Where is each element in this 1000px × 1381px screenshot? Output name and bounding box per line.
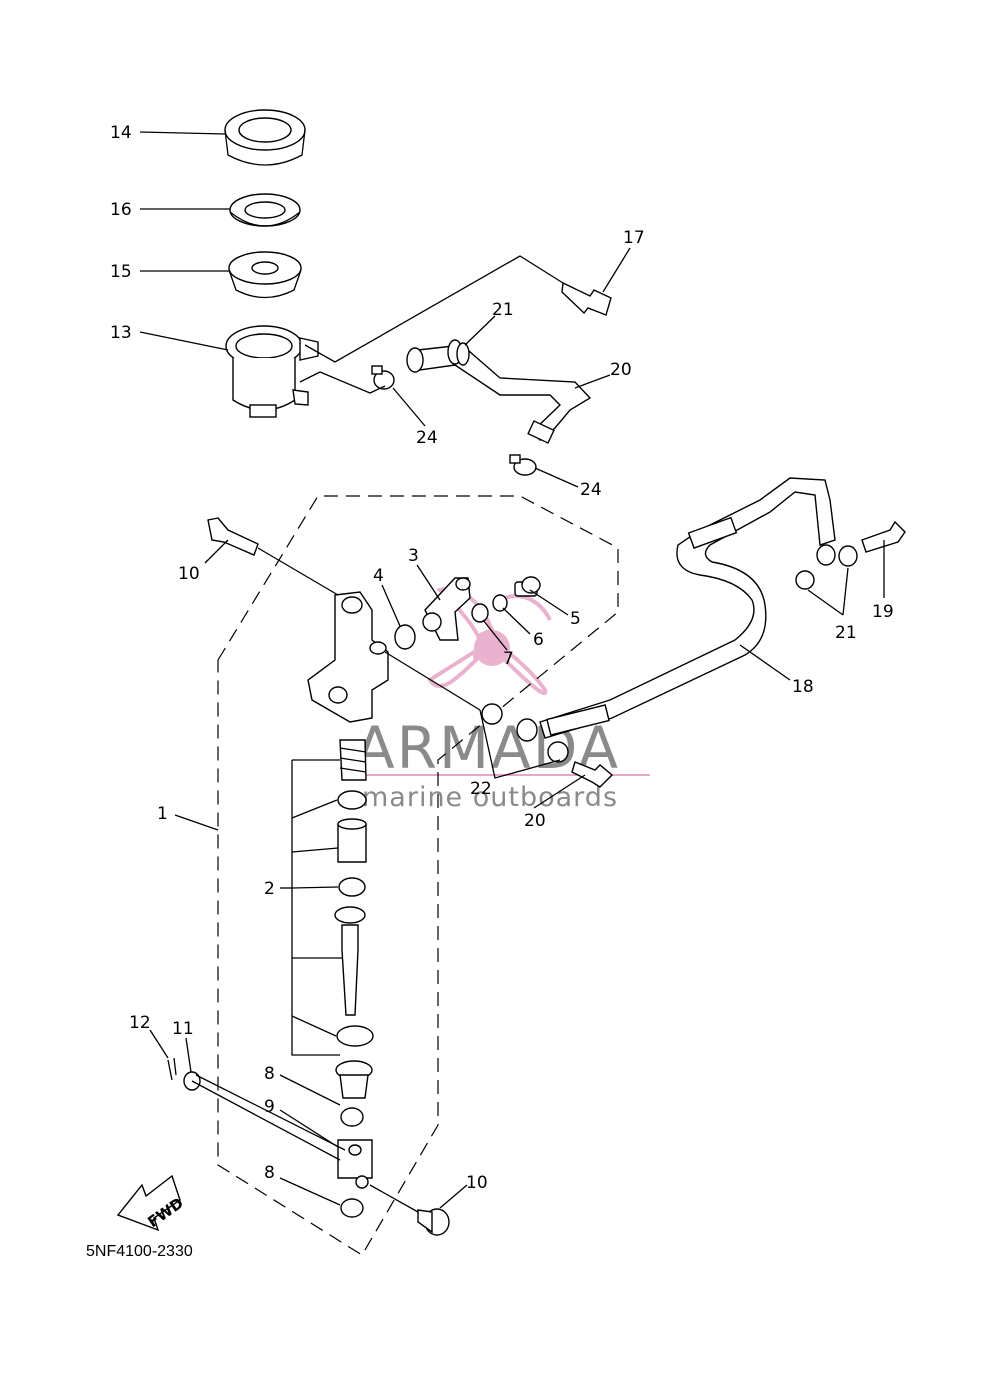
clevis-pin xyxy=(417,1208,450,1236)
callout-13: 12 xyxy=(129,1013,151,1033)
callout-15: 14 xyxy=(110,123,132,143)
cotter-pin xyxy=(167,1057,177,1081)
callout-24-lower: 24 xyxy=(580,480,602,500)
callout-2: 2 xyxy=(264,879,275,899)
circlip xyxy=(336,1025,374,1047)
brake-hose xyxy=(516,477,836,742)
callout-8-lower: 8 xyxy=(264,1163,275,1183)
nut-8-upper xyxy=(340,1107,364,1127)
callout-7: 7 xyxy=(503,649,514,669)
forward-arrow-icon: FWD xyxy=(116,1174,187,1232)
assembly-boundary xyxy=(217,495,619,1256)
callout-14: 13 xyxy=(110,323,132,343)
washer-21-lower xyxy=(547,741,569,763)
callout-17: 16 xyxy=(110,200,132,220)
reservoir-cap xyxy=(224,109,306,166)
callout-3: 3 xyxy=(408,546,419,566)
callout-10: 10 xyxy=(178,564,200,584)
reservoir-body xyxy=(225,325,319,418)
union-bolt-20-lower xyxy=(571,761,614,788)
piston-cup xyxy=(337,790,367,810)
callout-6: 6 xyxy=(533,630,544,650)
piston-spring xyxy=(339,739,367,781)
washer-7 xyxy=(471,603,489,623)
nut-8-lower xyxy=(340,1198,364,1218)
bolt-10 xyxy=(207,517,259,556)
washer-21-right-a xyxy=(795,570,815,590)
dust-boot xyxy=(335,1060,373,1099)
washer-21-right-b xyxy=(838,545,858,567)
clevis xyxy=(337,1139,373,1189)
callout-23: 21 xyxy=(492,300,514,320)
callout-20-right: 19 xyxy=(872,602,894,622)
leader-lines xyxy=(139,131,885,1209)
hose-clamp-lower xyxy=(509,454,537,476)
reservoir-hose xyxy=(406,339,592,444)
piston xyxy=(337,818,367,863)
callout-12: 11 xyxy=(172,1019,194,1039)
reservoir-diaphragm-plate xyxy=(229,193,301,227)
bolt-18 xyxy=(561,281,612,316)
callout-8-upper: 8 xyxy=(264,1064,275,1084)
callout-19: 18 xyxy=(792,677,814,697)
washer-21-center xyxy=(481,703,503,725)
reservoir-diaphragm xyxy=(228,251,302,299)
callout-9: 9 xyxy=(264,1097,275,1117)
union-bolt-5 xyxy=(514,576,541,597)
callout-18: 17 xyxy=(623,228,645,248)
callout-11: 10 xyxy=(466,1173,488,1193)
callout-22: 20 xyxy=(610,360,632,380)
o-ring xyxy=(394,624,416,650)
assembly-lines xyxy=(191,255,564,1213)
callout-4: 4 xyxy=(373,566,384,586)
callout-20-lower: 20 xyxy=(524,811,546,831)
callouts: 14 16 15 13 17 21 20 24 24 10 4 3 5 6 7 … xyxy=(110,123,894,1193)
watermark-tagline: marine outboards xyxy=(362,782,618,813)
diagram-part-number: 5NF4100-2330 xyxy=(86,1243,193,1260)
callout-1: 1 xyxy=(157,804,168,824)
washer-6 xyxy=(492,594,508,612)
propeller-logo-icon xyxy=(427,587,552,696)
hose-joint xyxy=(422,577,471,641)
master-cylinder-body xyxy=(307,591,389,723)
union-bolt-20-right xyxy=(861,520,906,553)
callout-21-right: 21 xyxy=(835,623,857,643)
callout-21-lower: 22 xyxy=(470,779,492,799)
callout-24-upper: 24 xyxy=(416,428,438,448)
callout-5: 5 xyxy=(570,609,581,629)
piston-seal xyxy=(338,877,366,897)
push-rod xyxy=(334,906,366,1016)
callout-16: 15 xyxy=(110,262,132,282)
hose-clamp-upper xyxy=(371,365,395,390)
